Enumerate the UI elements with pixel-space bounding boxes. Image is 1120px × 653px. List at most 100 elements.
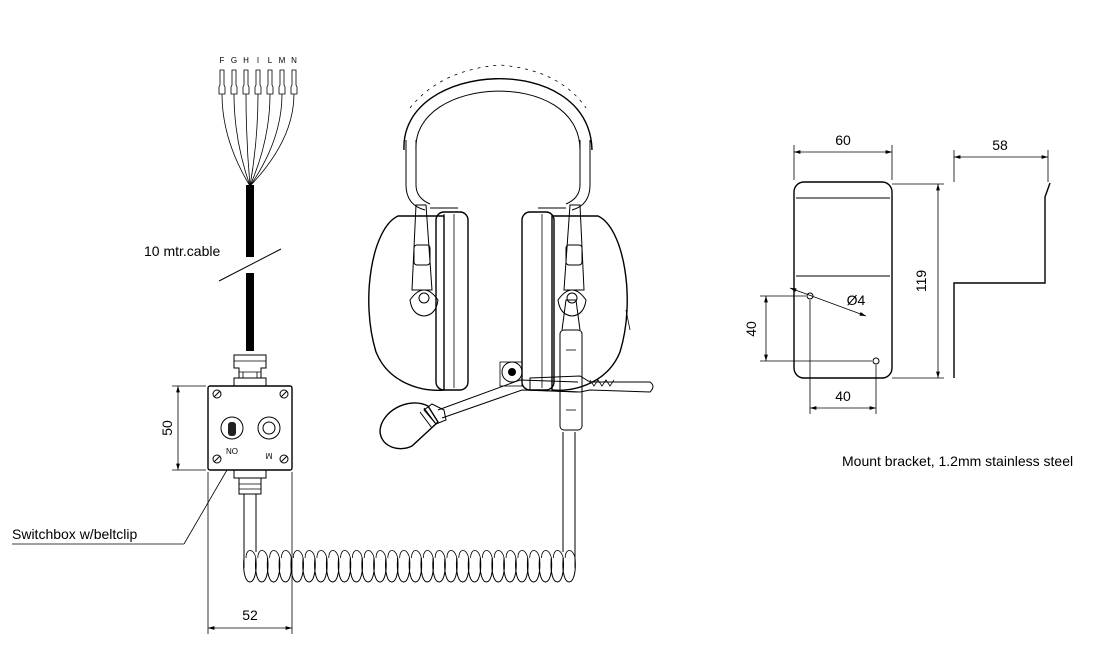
coil-loop — [526, 557, 541, 583]
switch-m-label: M — [265, 451, 272, 460]
left-ear-cup — [368, 204, 469, 391]
hole-diameter-label: Ø4 — [847, 292, 866, 308]
switch-no-label: NO — [226, 447, 238, 456]
coil-loop-top — [269, 550, 280, 559]
headset — [368, 64, 654, 450]
coil-loop-top — [470, 550, 481, 559]
bracket-depth-value: 58 — [992, 137, 1008, 153]
wire-ferrule-icon — [218, 69, 226, 95]
coil-loop — [562, 557, 576, 583]
wire-letter: H — [243, 56, 249, 65]
headband-inner — [415, 90, 581, 151]
coil-loop — [538, 557, 553, 583]
hole-vertical-value: 40 — [743, 321, 759, 337]
bracket-profile — [953, 182, 1051, 378]
wire-strand — [249, 93, 283, 187]
headband-outer — [403, 78, 593, 151]
wire-ferrule-icon — [278, 69, 286, 95]
coil-loop — [467, 557, 482, 583]
coil-loop-top — [564, 550, 576, 559]
screw-icon — [279, 454, 289, 464]
coil-loop — [325, 557, 340, 583]
coil-loop — [432, 557, 446, 583]
switchbox-label: Switchbox w/beltclip — [12, 526, 137, 542]
coil-loop — [337, 557, 352, 583]
wire-ferrule-icon — [266, 69, 274, 95]
dimension-box-height — [172, 385, 206, 471]
wire-strand — [221, 93, 251, 187]
coil-loop-top — [363, 550, 375, 559]
coil-loop — [255, 557, 269, 583]
wire-letter: N — [291, 56, 297, 65]
wire-strand — [249, 93, 259, 187]
coil-loop — [455, 557, 470, 583]
coil-loop-top — [541, 550, 552, 559]
toggle-switch-icon — [220, 416, 244, 440]
wire-strand — [245, 93, 251, 187]
dimension-bracket-width — [793, 145, 893, 180]
dimension-hole-horizontal — [809, 300, 877, 414]
switchbox-callout — [12, 469, 228, 545]
coil-loop-top — [316, 550, 328, 559]
coil-loop-top — [446, 550, 458, 559]
microphone-boom — [437, 299, 654, 431]
dimension-hole-vertical — [760, 295, 872, 362]
coil-loop — [408, 557, 423, 583]
dimension-bracket-height — [892, 183, 944, 379]
coil-loop-top — [493, 550, 505, 559]
screw-icon — [212, 454, 222, 464]
microphone-icon — [379, 402, 447, 450]
coil-loop-top — [281, 550, 292, 559]
coil-loop-top — [422, 550, 434, 559]
cable-break-line — [218, 248, 282, 282]
coil-loop — [550, 557, 564, 583]
coil-loop-top — [399, 550, 410, 559]
bracket-note: Mount bracket, 1.2mm stainless steel — [842, 453, 1073, 469]
wire-ferrule-icon — [254, 69, 262, 95]
wire-letter: L — [268, 56, 273, 65]
wire-letter: M — [279, 56, 286, 65]
coil-loop-top — [375, 550, 387, 559]
wire-strands — [221, 93, 295, 187]
coil-loop-top — [482, 550, 493, 559]
coil-loop — [491, 557, 505, 583]
coil-loop — [266, 557, 281, 583]
coil-loop — [373, 557, 387, 583]
cable-gland-bottom — [238, 477, 262, 495]
right-ear-cup — [521, 204, 631, 391]
wire-strand — [249, 93, 271, 187]
wire-strand — [233, 93, 251, 187]
coil-loop — [302, 557, 316, 583]
coil-loop-top — [387, 550, 399, 559]
bracket-height-value: 119 — [913, 270, 929, 293]
wire-ferrule-icon — [230, 69, 238, 95]
wire-letter: G — [231, 56, 237, 65]
coiled-cable — [243, 432, 576, 583]
coil-loop — [479, 557, 494, 583]
mount-bracket-side — [953, 182, 1051, 378]
mount-bracket-front — [789, 181, 893, 379]
coil-loops — [243, 550, 576, 583]
coil-loop — [515, 557, 529, 583]
box-width-value: 52 — [242, 607, 258, 623]
coil-loop-top — [292, 550, 304, 559]
coil-loop — [314, 557, 328, 583]
screw-icon — [212, 389, 222, 399]
screw-icon — [279, 389, 289, 399]
coil-loop-top — [458, 550, 469, 559]
coil-loop-top — [340, 550, 351, 559]
cable — [218, 185, 282, 351]
coil-loop-top — [411, 550, 422, 559]
cable-gland-top — [233, 354, 267, 379]
bracket-plate — [793, 181, 893, 379]
coil-loop-top — [328, 550, 339, 559]
coil-loop-top — [517, 550, 529, 559]
coil-loop — [396, 557, 411, 583]
wire-strand — [249, 93, 295, 187]
coil-loop-top — [245, 550, 257, 559]
wire-ferrule-icon — [290, 69, 298, 95]
